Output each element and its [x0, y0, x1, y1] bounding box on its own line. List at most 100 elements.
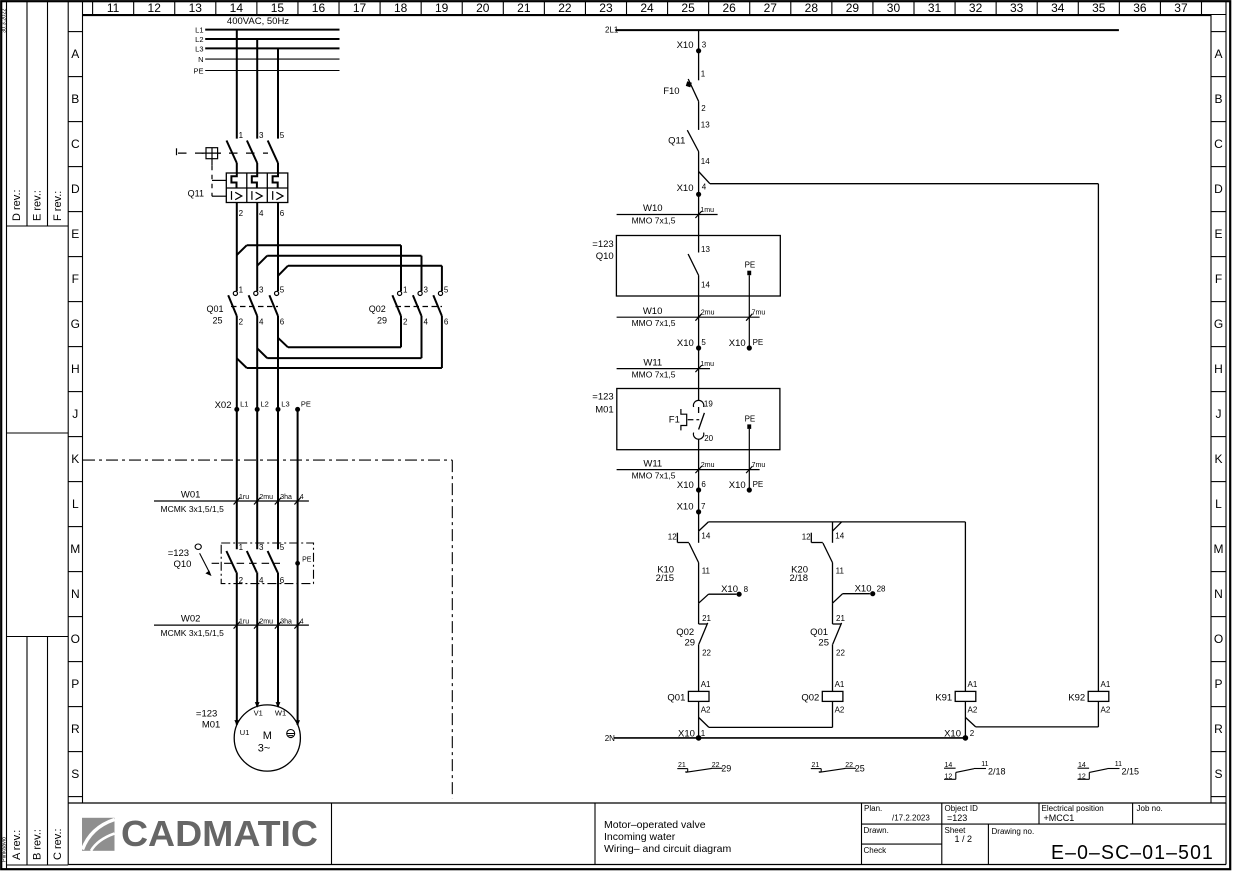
svg-text:Job no.: Job no.	[1137, 804, 1163, 813]
svg-text:7: 7	[701, 502, 706, 511]
svg-text:W1: W1	[275, 709, 286, 718]
svg-text:C: C	[1214, 137, 1223, 151]
svg-text:12: 12	[1078, 773, 1086, 780]
svg-text:=123: =123	[947, 813, 967, 823]
svg-text:M01: M01	[595, 405, 613, 416]
svg-text:MMO 7x1,5: MMO 7x1,5	[632, 471, 676, 481]
svg-text:2/18: 2/18	[790, 573, 809, 584]
svg-text:14: 14	[701, 280, 710, 289]
svg-text:F: F	[72, 272, 79, 286]
svg-text:W11: W11	[643, 357, 662, 368]
svg-text:29: 29	[846, 1, 860, 15]
svg-text:Q11: Q11	[668, 136, 685, 147]
svg-text:1: 1	[701, 729, 706, 738]
svg-text:D: D	[1214, 182, 1223, 196]
svg-text:Sheet: Sheet	[945, 826, 967, 835]
svg-text:3ha: 3ha	[280, 618, 292, 625]
svg-text:S: S	[1214, 767, 1222, 781]
svg-text:2: 2	[403, 318, 408, 327]
svg-text:2N: 2N	[605, 734, 615, 743]
svg-text:6: 6	[280, 576, 285, 585]
svg-text:21: 21	[678, 762, 686, 769]
svg-text:34: 34	[1051, 1, 1065, 15]
svg-text:4: 4	[300, 618, 304, 625]
svg-text:4: 4	[300, 494, 304, 501]
svg-text:X10: X10	[855, 583, 872, 594]
svg-text:27: 27	[764, 1, 778, 15]
svg-text:5: 5	[280, 286, 285, 295]
svg-text:X10: X10	[678, 729, 695, 740]
svg-text:B: B	[1214, 92, 1222, 106]
svg-text:12: 12	[148, 1, 162, 15]
svg-text:2mu: 2mu	[701, 462, 715, 469]
svg-text:22: 22	[702, 649, 711, 658]
svg-text:PE: PE	[753, 480, 764, 489]
svg-text:R: R	[71, 722, 80, 736]
svg-text:B: B	[71, 92, 79, 106]
svg-text:A2: A2	[835, 706, 845, 715]
svg-text:L1: L1	[240, 400, 248, 409]
svg-text:A: A	[1214, 47, 1222, 61]
svg-text:13: 13	[701, 120, 710, 129]
svg-text:L: L	[1215, 497, 1222, 511]
svg-text:5: 5	[444, 286, 449, 295]
svg-text:Wiring– and circuit diagram: Wiring– and circuit diagram	[604, 843, 731, 855]
svg-text:25: 25	[818, 637, 829, 648]
svg-text:Motor–operated valve: Motor–operated valve	[604, 819, 706, 831]
svg-text:3: 3	[259, 543, 264, 552]
svg-text:22: 22	[845, 762, 853, 769]
svg-text:/17.2.2023: /17.2.2023	[892, 814, 930, 823]
svg-text:O: O	[1214, 632, 1223, 646]
svg-text:A1: A1	[701, 680, 711, 689]
svg-text:6: 6	[444, 318, 449, 327]
svg-text:A1: A1	[968, 680, 978, 689]
svg-text:K20: K20	[791, 564, 808, 575]
svg-text:H: H	[1214, 362, 1223, 376]
svg-text:G: G	[71, 317, 80, 331]
svg-text:1 / 2: 1 / 2	[955, 834, 973, 844]
svg-text:11: 11	[836, 567, 845, 576]
svg-text:1: 1	[701, 70, 706, 79]
svg-text:PE: PE	[745, 414, 756, 423]
svg-text:1mu: 1mu	[700, 207, 714, 214]
svg-text:30.3.2022: 30.3.2022	[2, 9, 8, 33]
svg-text:2/15: 2/15	[1122, 766, 1140, 776]
svg-text:Q01: Q01	[206, 304, 223, 314]
svg-text:22: 22	[712, 762, 720, 769]
svg-text:R: R	[1214, 722, 1223, 736]
svg-text:14: 14	[945, 762, 953, 769]
svg-text:29: 29	[721, 764, 731, 774]
svg-text:12: 12	[802, 533, 811, 542]
svg-text:30: 30	[887, 1, 901, 15]
svg-text:E: E	[1214, 227, 1222, 241]
svg-text:5: 5	[701, 338, 706, 347]
svg-text:X10: X10	[677, 183, 694, 194]
svg-text:4: 4	[702, 183, 707, 192]
svg-text:E–0–SC–01–501: E–0–SC–01–501	[1051, 842, 1214, 864]
svg-text:13: 13	[189, 1, 203, 15]
svg-text:7mu: 7mu	[752, 462, 766, 469]
svg-text:6: 6	[701, 480, 706, 489]
svg-text:E: E	[71, 227, 79, 241]
svg-text:Q02: Q02	[801, 692, 819, 703]
svg-text:D rev.:: D rev.:	[11, 189, 23, 221]
svg-text:32: 32	[969, 1, 983, 15]
svg-text:Q01: Q01	[667, 692, 685, 703]
svg-text:J: J	[1216, 407, 1222, 421]
svg-text:K10: K10	[657, 564, 674, 575]
svg-text:14: 14	[230, 1, 244, 15]
svg-text:31: 31	[928, 1, 942, 15]
svg-text:12: 12	[668, 533, 677, 542]
svg-text:4: 4	[259, 209, 264, 218]
svg-text:Q02: Q02	[676, 627, 694, 638]
svg-text:A: A	[71, 47, 79, 61]
svg-text:1ru: 1ru	[239, 618, 249, 625]
svg-text:V1: V1	[254, 709, 263, 718]
svg-text:11: 11	[702, 567, 711, 576]
svg-text:1mu: 1mu	[700, 361, 714, 368]
svg-text:K: K	[71, 452, 79, 466]
svg-text:5: 5	[280, 131, 285, 140]
svg-text:14: 14	[701, 532, 710, 541]
svg-text:B rev.:: B rev.:	[32, 829, 44, 860]
svg-text:F10: F10	[663, 86, 679, 97]
